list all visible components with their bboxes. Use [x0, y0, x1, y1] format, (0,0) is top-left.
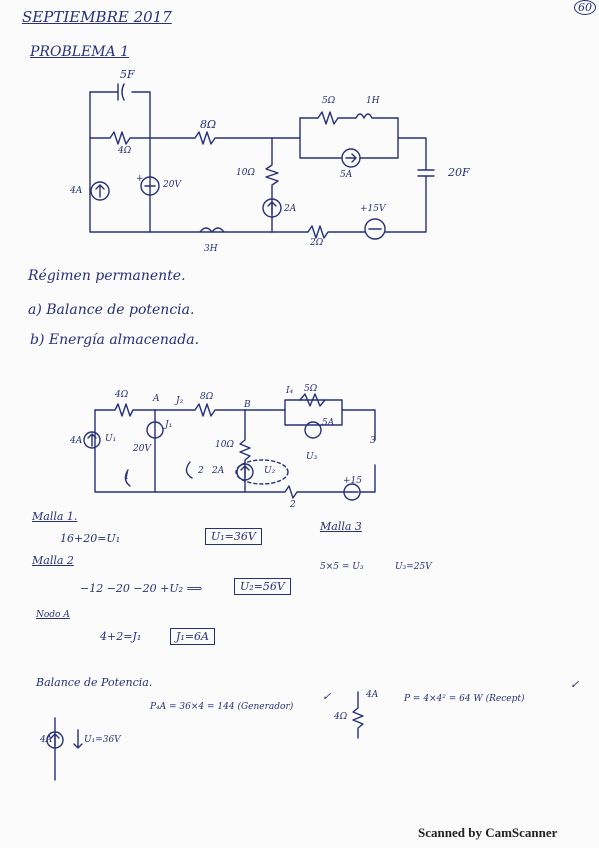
- c2-label-j2: J₂: [176, 396, 184, 406]
- balance-r-4ohm: 4Ω: [334, 712, 348, 722]
- c1-label-1h: 1H: [366, 96, 380, 106]
- balance-p4a: P₄A = 36×4 = 144 (Generador): [150, 702, 294, 712]
- c1-label-20v: 20V: [163, 180, 181, 190]
- c1-label-5ohm: 5Ω: [322, 96, 336, 106]
- malla1-result: U₁=36V: [205, 528, 262, 545]
- balance-check-2: ✓: [570, 678, 580, 691]
- page-number: 60: [574, 0, 596, 15]
- nodo-a-equation: 4+2=J₁: [100, 630, 142, 643]
- c2-label-u2: U₂: [264, 466, 276, 476]
- balance-src-u1: U₁=36V: [84, 735, 121, 745]
- c2-label-15: +15: [343, 476, 362, 486]
- c2-mesh-3: 3: [370, 436, 376, 446]
- balance-check-1: ✓: [322, 690, 332, 703]
- c2-mesh-2: 2: [198, 466, 204, 476]
- c2-label-node-a: A: [153, 394, 160, 404]
- c2-label-5ohm: 5Ω: [304, 384, 318, 394]
- c2-label-u3: U₃: [306, 452, 318, 462]
- c2-label-8ohm: 8Ω: [200, 392, 214, 402]
- balance-p-resistor: P = 4×4² = 64 W (Recept): [404, 694, 525, 704]
- malla2-result: U₂=56V: [234, 578, 291, 595]
- statement-line-3: b) Energía almacenada.: [30, 332, 200, 348]
- statement-line-1: Régimen permanente.: [28, 268, 186, 284]
- c1-label-2a: 2A: [284, 204, 297, 214]
- balance-src-4a: 4A: [40, 735, 53, 745]
- c2-label-node-b: B: [244, 400, 251, 410]
- malla1-title: Malla 1.: [32, 510, 78, 523]
- c1-label-5a: 5A: [340, 170, 353, 180]
- malla1-equation: 16+20=U₁: [60, 532, 121, 545]
- c2-label-u1: U₁: [105, 434, 117, 444]
- scanner-watermark: Scanned by CamScanner: [418, 825, 558, 840]
- c1-label-20f: 20F: [448, 166, 470, 179]
- c2-label-j1: J₁: [165, 420, 173, 430]
- c1-label-4a: 4A: [70, 186, 83, 196]
- malla3-title: Malla 3: [320, 520, 362, 533]
- c2-label-20v: 20V: [133, 444, 151, 454]
- c2-label-4a: 4A: [70, 436, 83, 446]
- c2-label-5a: 5A: [322, 418, 335, 428]
- c1-label-4ohm: 4Ω: [118, 146, 132, 156]
- c1-label-5f: 5F: [120, 68, 135, 81]
- c2-label-4ohm: 4Ω: [115, 390, 129, 400]
- balance-title: Balance de Potencia.: [36, 676, 153, 689]
- date-heading: SEPTIEMBRE 2017: [22, 8, 172, 26]
- c2-label-2ohm: 2: [290, 500, 296, 510]
- c2-label-i4: I₄: [286, 386, 294, 396]
- c1-label-2ohm: 2Ω: [310, 238, 324, 248]
- nodo-a-result: J₁=6A: [170, 628, 215, 645]
- nodo-a-title: Nodo A: [36, 610, 70, 620]
- malla3-equation: 5×5 = U₃: [320, 562, 364, 572]
- c2-label-10ohm: 10Ω: [215, 440, 234, 450]
- c1-label-15v: +15V: [360, 204, 386, 214]
- c1-label-10ohm: 10Ω: [236, 168, 255, 178]
- malla2-equation: −12 −20 −20 +U₂ ⟹: [80, 582, 203, 595]
- c1-label-3h: 3H: [204, 244, 218, 254]
- c2-mesh-1: 1: [124, 472, 130, 482]
- c1-label-8ohm: 8Ω: [200, 118, 217, 131]
- malla2-title: Malla 2: [32, 554, 74, 567]
- malla3-result: U₃=25V: [395, 562, 432, 572]
- problem-title: PROBLEMA 1: [30, 44, 130, 60]
- c1-label-plus: +: [136, 174, 144, 184]
- c2-label-2a: 2A: [212, 466, 225, 476]
- statement-line-2: a) Balance de potencia.: [28, 302, 195, 318]
- balance-r-4a: 4A: [366, 690, 379, 700]
